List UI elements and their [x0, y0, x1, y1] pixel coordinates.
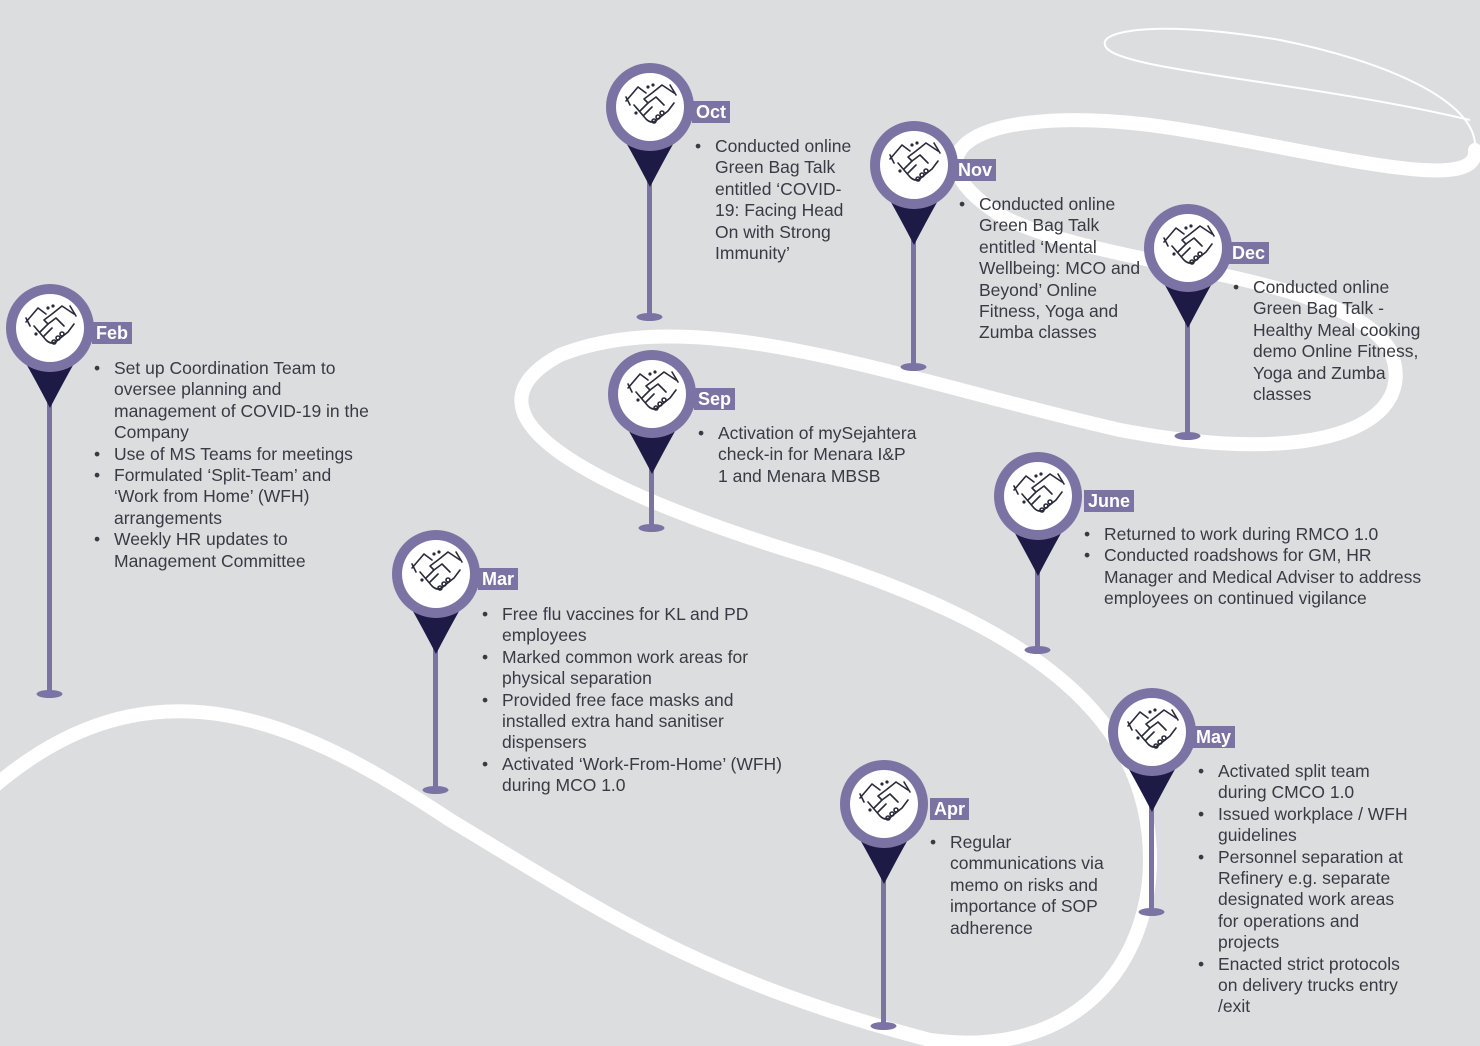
list-item: Provided free face masks and installed e…	[482, 690, 792, 754]
handshake-icon	[625, 83, 677, 124]
month-label: May	[1192, 726, 1236, 748]
handshake-icon	[859, 780, 911, 821]
list-item: Personnel separation at Refinery e.g. se…	[1198, 847, 1418, 954]
pin-marker	[870, 121, 958, 371]
list-item: Marked common work areas for physical se…	[482, 647, 792, 690]
milestone-items: Conducted online Green Bag Talk entitled…	[959, 194, 1144, 344]
milestone-items: Returned to work during RMCO 1.0 Conduct…	[1084, 524, 1424, 610]
month-label: Sep	[694, 388, 736, 410]
month-label: Mar	[478, 568, 519, 590]
month-label: Dec	[1228, 242, 1270, 264]
pin-marker	[1108, 688, 1196, 916]
milestone-items: Regular communications via memo on risks…	[930, 832, 1110, 939]
pin-stem	[636, 133, 663, 321]
handshake-icon	[1127, 708, 1179, 749]
milestone-items: Conducted online Green Bag Talk - Health…	[1233, 277, 1438, 405]
handshake-icon	[889, 141, 941, 182]
pin-stem	[422, 600, 449, 794]
list-item: Conducted online Green Bag Talk - Health…	[1233, 277, 1438, 405]
milestone-items: Set up Coordination Team to oversee plan…	[94, 358, 374, 572]
pin-marker	[994, 452, 1082, 654]
pin-marker	[392, 530, 480, 794]
pin-marker	[608, 350, 696, 532]
list-item: Set up Coordination Team to oversee plan…	[94, 358, 374, 444]
pin-marker	[840, 760, 928, 1030]
list-item: Activation of mySejahtera check-in for M…	[698, 423, 918, 487]
milestone-items: Free flu vaccines for KL and PD employee…	[482, 604, 792, 797]
list-item: Regular communications via memo on risks…	[930, 832, 1110, 939]
pin-stem	[638, 420, 665, 532]
list-item: Use of MS Teams for meetings	[94, 444, 374, 466]
pin-marker	[606, 63, 694, 321]
milestone-items: Conducted online Green Bag Talk entitled…	[695, 136, 860, 264]
list-item: Returned to work during RMCO 1.0	[1084, 524, 1424, 546]
month-label: Apr	[930, 798, 969, 820]
list-item: Activated split team during CMCO 1.0	[1198, 761, 1418, 804]
list-item: Conducted online Green Bag Talk entitled…	[695, 136, 860, 264]
pin-stem	[36, 354, 63, 698]
milestone-items: Activated split team during CMCO 1.0 Iss…	[1198, 761, 1418, 1018]
milestone-items: Activation of mySejahtera check-in for M…	[698, 423, 918, 487]
list-item: Conducted online Green Bag Talk entitled…	[959, 194, 1144, 344]
list-item: Issued workplace / WFH guidelines	[1198, 804, 1418, 847]
pin-marker	[6, 284, 94, 698]
list-item: Free flu vaccines for KL and PD employee…	[482, 604, 792, 647]
handshake-icon	[25, 304, 77, 345]
pin-marker	[1144, 204, 1232, 440]
handshake-icon	[1013, 472, 1065, 513]
month-label: Nov	[954, 159, 997, 181]
pin-stem	[1024, 522, 1051, 654]
list-item: Weekly HR updates to Management Committe…	[94, 529, 374, 572]
handshake-icon	[411, 550, 463, 591]
pin-stem	[870, 830, 897, 1030]
month-label: Feb	[92, 322, 133, 344]
pin-stem	[900, 191, 927, 371]
list-item: Activated ‘Work-From-Home’ (WFH) during …	[482, 754, 792, 797]
pin-stem	[1138, 758, 1165, 916]
list-item: Conducted roadshows for GM, HR Manager a…	[1084, 545, 1424, 609]
handshake-icon	[627, 370, 679, 411]
list-item: Enacted strict protocols on delivery tru…	[1198, 954, 1418, 1018]
handshake-icon	[1163, 224, 1215, 265]
list-item: Formulated ‘Split-Team’ and ‘Work from H…	[94, 465, 374, 529]
month-label: June	[1084, 490, 1135, 512]
pin-stem	[1174, 274, 1201, 440]
month-label: Oct	[692, 101, 731, 123]
